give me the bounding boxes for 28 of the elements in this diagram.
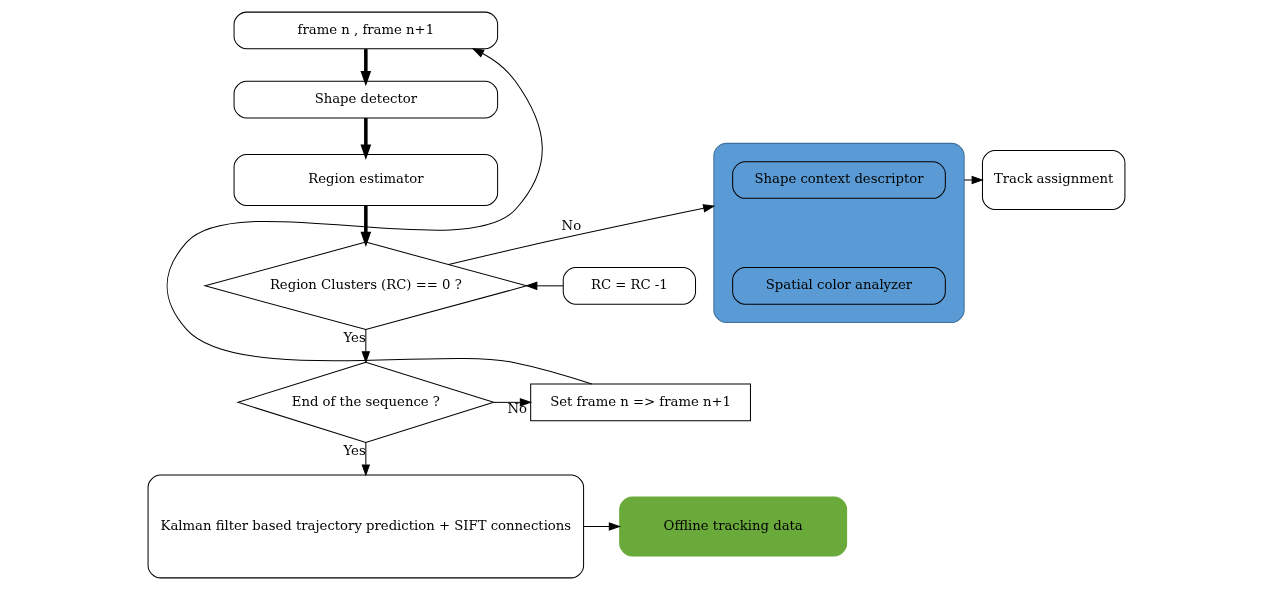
node-box: Shape detector [233,80,499,119]
arrow [360,205,372,248]
node-box: Region estimator [233,154,499,206]
node-box: Track assignment [981,150,1126,211]
edge-label: No [561,218,582,234]
node-diamond: End of the sequence ? [236,361,496,444]
node-box: Shape context descriptor [732,161,946,199]
arrow [525,281,564,291]
arrow [493,398,533,407]
edge-label: Yes [343,330,366,346]
node-box: Spatial color analyzer [732,267,946,305]
node-box: Set frame n => frame n+1 [530,383,751,422]
node-diamond: Region Clusters (RC) == 0 ? [203,241,529,331]
arrow [361,329,371,364]
arrow [361,442,371,477]
edge-label: Yes [343,443,366,459]
arrow [360,49,372,87]
node-box: Kalman filter based trajectory prediction + SIFT connections [147,474,585,579]
node-box: RC = RC -1 [562,267,697,305]
arrow [963,175,984,185]
arrow [166,48,593,385]
node-box: frame n , frame n+1 [233,11,499,50]
edge-label: No [507,400,527,416]
node-box: Offline tracking data [619,496,848,557]
arrow [448,204,716,266]
cluster [713,142,965,323]
arrow [583,522,622,531]
arrow [360,118,372,160]
